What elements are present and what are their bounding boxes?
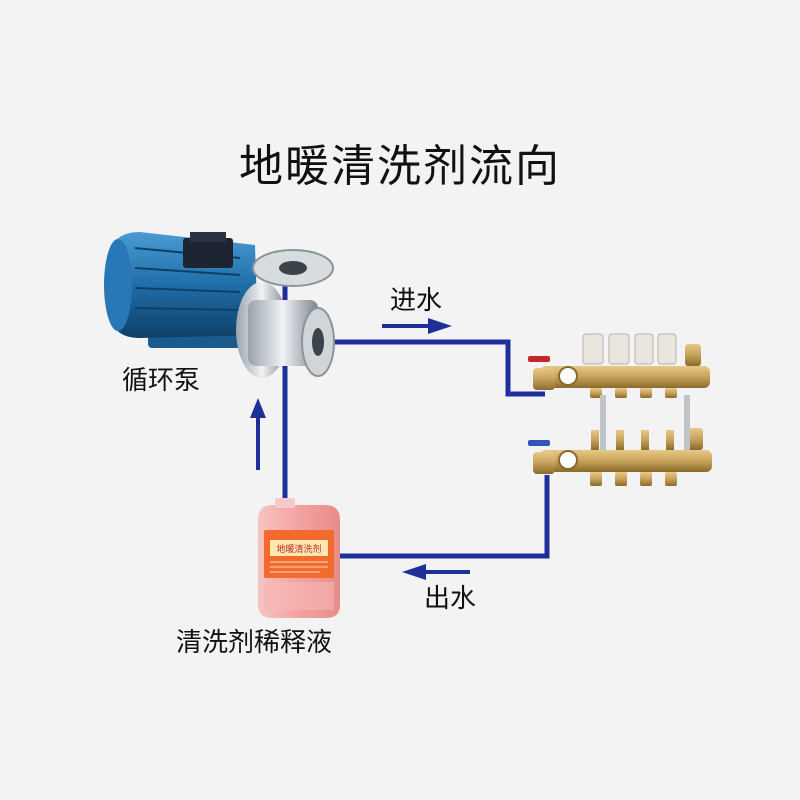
inlet-label: 进水 xyxy=(390,286,443,316)
outlet-label: 出水 xyxy=(424,584,477,614)
tank-label-text: 地暖清洗剂 xyxy=(276,543,321,555)
pump-label: 循环泵 xyxy=(122,366,201,396)
manifold-icon xyxy=(528,333,712,486)
tank-icon xyxy=(258,498,340,618)
arrow-right-icon xyxy=(382,318,452,334)
tank-label: 清洗剂稀释液 xyxy=(176,628,333,658)
pipe-supply xyxy=(320,339,545,397)
arrow-up-icon xyxy=(250,398,266,470)
pipe-return xyxy=(340,475,550,559)
arrow-left-icon xyxy=(402,564,470,580)
page-title: 地暖清洗剂流向 xyxy=(239,141,561,192)
pump-icon xyxy=(104,232,335,378)
